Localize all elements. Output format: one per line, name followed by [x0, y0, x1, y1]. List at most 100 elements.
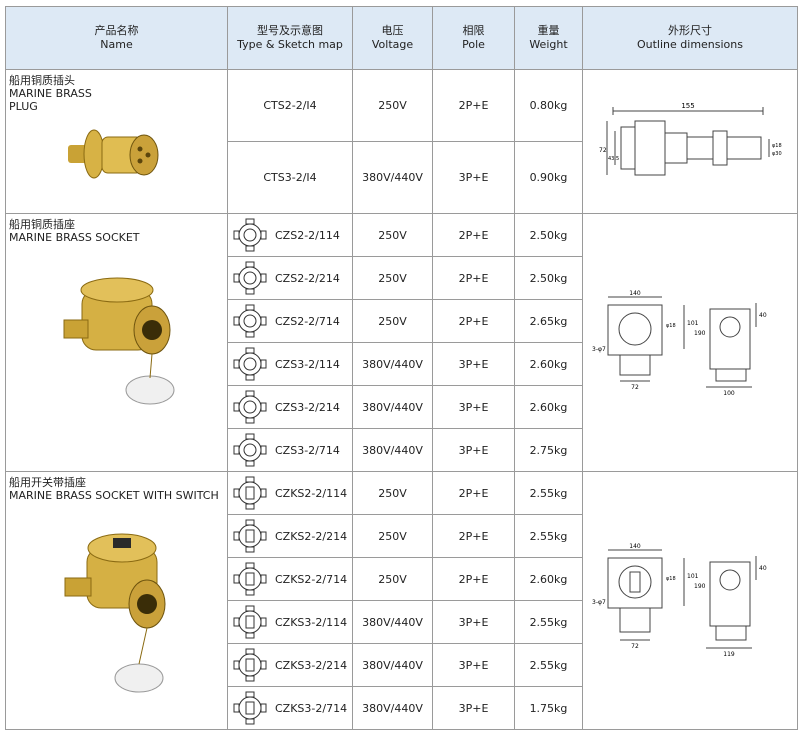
- dim-holes: 3-φ7: [592, 346, 606, 353]
- dim-height: 72: [599, 147, 607, 154]
- voltage-cell: 250V: [352, 213, 433, 257]
- voltage-cell: 380V/440V: [352, 600, 433, 644]
- dim-diam: φ18: [666, 323, 676, 329]
- dim-diam-1: φ18: [772, 143, 782, 149]
- pole-cell: 3P+E: [432, 342, 515, 386]
- dim-diam-2: φ30: [772, 151, 782, 157]
- socket-outline-drawing: 140 101 190 φ18 40 3-φ7 72 100: [582, 213, 798, 472]
- voltage-cell: 380V/440V: [352, 643, 433, 687]
- dim-side-base: 100: [723, 390, 735, 397]
- dim-width: 155: [681, 102, 694, 110]
- pole-cell: 2P+E: [432, 69, 515, 142]
- table-row: 船用铜质插座 MARINE BRASS SOCKET CZS2-2/114 25…: [5, 213, 798, 472]
- table-row: CZKS3-2/714 380V/440V 3P+E 1.75kg: [6, 686, 798, 730]
- weight-cell: 2.60kg: [514, 342, 583, 386]
- voltage-cell: 250V: [352, 557, 433, 601]
- model-cell: CZKS2-2/114: [227, 471, 353, 515]
- pole-cell: 3P+E: [432, 600, 515, 644]
- dim-side-base: 119: [723, 651, 735, 658]
- model-cell: CZKS3-2/114: [227, 600, 353, 644]
- socket-sketch-icon: [233, 390, 267, 424]
- weight-cell: 0.90kg: [514, 141, 583, 214]
- pole-cell: 2P+E: [432, 256, 515, 300]
- socket-sketch-icon: [233, 347, 267, 381]
- table-row: 船用铜质插头 MARINE BRASS PLUG CTS2-2/I4 250V …: [5, 69, 798, 214]
- table-row: CTS3-2/I4 380V/440V 3P+E 0.90kg: [6, 141, 798, 214]
- table-row: CZKS3-2/114 380V/440V 3P+E 2.55kg: [6, 600, 798, 644]
- switch-socket-outline-drawing: 140 101 190 φ18 40 3-φ7 72 119: [582, 471, 798, 730]
- dim-diam: φ18: [666, 576, 676, 582]
- voltage-cell: 250V: [352, 471, 433, 515]
- model-cell: CZS3-2/114: [227, 342, 353, 386]
- voltage-cell: 380V/440V: [352, 141, 433, 214]
- voltage-cell: 380V/440V: [352, 428, 433, 472]
- switch-socket-sketch-icon: [233, 605, 267, 639]
- model-cell: CZKS2-2/714: [227, 557, 353, 601]
- model-cell: CZS2-2/714: [227, 299, 353, 343]
- dim-base: 72: [631, 384, 639, 391]
- model-cell: CZS2-2/114: [227, 213, 353, 257]
- pole-cell: 3P+E: [432, 686, 515, 730]
- brass-switch-socket-image: [9, 508, 224, 698]
- table-row: CZS3-2/714 380V/440V 3P+E 2.75kg: [6, 428, 798, 472]
- dim-width: 140: [629, 543, 641, 550]
- dim-inner-height: 43.5: [608, 156, 619, 162]
- pole-cell: 2P+E: [432, 471, 515, 515]
- weight-cell: 2.55kg: [514, 471, 583, 515]
- table-row: CZS2-2/214 250V 2P+E 2.50kg: [6, 256, 798, 300]
- switch-socket-sketch-icon: [233, 691, 267, 725]
- pole-cell: 2P+E: [432, 557, 515, 601]
- table-row: CZKS2-2/714 250V 2P+E 2.60kg: [6, 557, 798, 601]
- weight-cell: 2.60kg: [514, 557, 583, 601]
- pole-cell: 3P+E: [432, 385, 515, 429]
- brass-plug-image: [9, 119, 224, 187]
- dim-height: 101: [687, 573, 699, 580]
- dim-base: 72: [631, 643, 639, 650]
- weight-cell: 0.80kg: [514, 69, 583, 142]
- model-cell: CZKS3-2/714: [227, 686, 353, 730]
- weight-cell: 2.55kg: [514, 514, 583, 558]
- pole-cell: 2P+E: [432, 514, 515, 558]
- model-cell: CTS2-2/I4: [227, 69, 353, 142]
- pole-cell: 2P+E: [432, 213, 515, 257]
- switch-socket-sketch-icon: [233, 476, 267, 510]
- table-row: 船用开关带插座 MARINE BRASS SOCKET WITH SWITCH: [5, 471, 798, 730]
- weight-cell: 2.60kg: [514, 385, 583, 429]
- socket-sketch-icon: [233, 261, 267, 295]
- dim-total-height: 190: [694, 330, 706, 337]
- voltage-cell: 250V: [352, 514, 433, 558]
- voltage-cell: 380V/440V: [352, 385, 433, 429]
- pole-cell: 2P+E: [432, 299, 515, 343]
- pole-cell: 3P+E: [432, 428, 515, 472]
- model-cell: CZS2-2/214: [227, 256, 353, 300]
- table-row: CZS2-2/714 250V 2P+E 2.65kg: [6, 299, 798, 343]
- dim-width: 140: [629, 290, 641, 297]
- weight-cell: 2.55kg: [514, 643, 583, 687]
- voltage-cell: 250V: [352, 69, 433, 142]
- dim-side: 40: [759, 312, 767, 319]
- brass-socket-image: [9, 250, 224, 420]
- switch-socket-name-cell: 船用开关带插座 MARINE BRASS SOCKET WITH SWITCH: [5, 471, 228, 730]
- voltage-cell: 250V: [352, 299, 433, 343]
- voltage-cell: 250V: [352, 256, 433, 300]
- table-row: CZS3-2/214 380V/440V 3P+E 2.60kg: [6, 385, 798, 429]
- weight-cell: 2.50kg: [514, 256, 583, 300]
- socket-name-cell: 船用铜质插座 MARINE BRASS SOCKET: [5, 213, 228, 472]
- model-cell: CZS3-2/714: [227, 428, 353, 472]
- weight-cell: 1.75kg: [514, 686, 583, 730]
- socket-sketch-icon: [233, 433, 267, 467]
- plug-outline-drawing: 155 72 43.5 φ18 φ30: [582, 69, 798, 214]
- model-cell: CTS3-2/I4: [227, 141, 353, 214]
- dim-side: 40: [759, 565, 767, 572]
- pole-cell: 3P+E: [432, 643, 515, 687]
- socket-sketch-icon: [233, 218, 267, 252]
- table-row: CZKS3-2/214 380V/440V 3P+E 2.55kg: [6, 643, 798, 687]
- dim-height: 101: [687, 320, 699, 327]
